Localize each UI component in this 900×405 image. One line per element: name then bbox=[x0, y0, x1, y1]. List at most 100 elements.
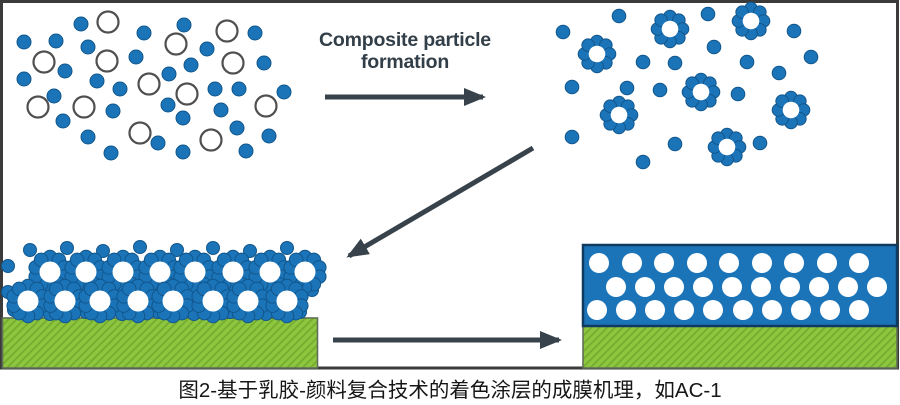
pigment-particle bbox=[771, 65, 787, 81]
latex-particle bbox=[137, 72, 161, 96]
pigment-particle bbox=[207, 81, 223, 97]
pigment-particle bbox=[803, 49, 819, 65]
pigment-particle bbox=[706, 39, 722, 55]
embedded-latex-particle bbox=[849, 300, 869, 320]
embedded-latex-particle bbox=[809, 277, 829, 297]
pigment-particle bbox=[161, 66, 177, 82]
cluster-latex-core bbox=[237, 290, 259, 312]
embedded-latex-particle bbox=[589, 253, 609, 273]
latex-particle bbox=[215, 19, 239, 43]
latex-particle bbox=[95, 49, 119, 73]
cluster-latex-core bbox=[294, 261, 316, 283]
pigment-particle bbox=[183, 57, 199, 73]
pigment-particle bbox=[667, 136, 683, 152]
latex-particle bbox=[26, 95, 50, 119]
embedded-latex-particle bbox=[784, 253, 804, 273]
cluster-latex-core bbox=[202, 290, 224, 312]
pigment-particle bbox=[206, 241, 220, 255]
pigment-particle bbox=[1, 259, 15, 273]
embedded-latex-particle bbox=[722, 277, 742, 297]
pigment-particle bbox=[667, 55, 683, 71]
latex-particle bbox=[254, 94, 278, 118]
cluster-latex-core bbox=[782, 101, 800, 119]
composite-particle bbox=[707, 127, 747, 167]
pigment-particle bbox=[730, 86, 746, 102]
cluster-latex-core bbox=[222, 261, 244, 283]
pigment-particle bbox=[133, 240, 147, 254]
pigment-particle bbox=[80, 39, 96, 55]
latex-particle bbox=[199, 128, 223, 152]
right-substrate bbox=[582, 325, 898, 369]
diagram-canvas bbox=[0, 0, 899, 370]
embedded-latex-particle bbox=[762, 300, 782, 320]
embedded-latex-particle bbox=[622, 253, 642, 273]
pigment-particle bbox=[103, 145, 119, 161]
composite-particle bbox=[43, 278, 87, 324]
composite-particle bbox=[771, 90, 811, 130]
packed-film-panel bbox=[1, 240, 327, 369]
embedded-latex-particle bbox=[752, 253, 772, 273]
cluster-latex-core bbox=[588, 45, 606, 63]
latex-particle bbox=[128, 121, 152, 145]
composite-particle bbox=[78, 278, 122, 324]
embedded-latex-particle bbox=[733, 300, 753, 320]
process-arrow-2 bbox=[346, 145, 535, 259]
pigment-particle bbox=[213, 102, 229, 118]
pigment-particle bbox=[238, 143, 254, 159]
composite-particle bbox=[681, 72, 721, 112]
pigment-particle bbox=[635, 54, 651, 70]
pigment-particle bbox=[619, 80, 635, 96]
embedded-latex-particle bbox=[791, 300, 811, 320]
embedded-latex-particle bbox=[693, 277, 713, 297]
pigment-particle bbox=[786, 23, 802, 39]
pigment-particle bbox=[276, 84, 292, 100]
composite-particle bbox=[151, 278, 195, 324]
pigment-particle bbox=[150, 135, 166, 151]
composite-particle bbox=[6, 278, 50, 324]
embedded-latex-particle bbox=[719, 253, 739, 273]
pigment-particle bbox=[752, 135, 768, 151]
pigment-particle bbox=[611, 8, 627, 24]
pigment-particle bbox=[16, 34, 32, 50]
pigment-particle bbox=[280, 241, 294, 255]
cluster-latex-core bbox=[162, 290, 184, 312]
composite-particle bbox=[265, 278, 309, 324]
pigment-particle bbox=[23, 243, 37, 257]
pigment-particle bbox=[96, 244, 110, 258]
pigment-particle bbox=[739, 54, 755, 70]
pigment-particle bbox=[60, 241, 74, 255]
pigment-particle bbox=[55, 113, 71, 129]
composite-particle bbox=[731, 1, 771, 41]
embedded-latex-particle bbox=[654, 253, 674, 273]
pigment-particle bbox=[261, 128, 277, 144]
cluster-latex-core bbox=[39, 261, 61, 283]
embedded-latex-particle bbox=[849, 253, 869, 273]
cluster-latex-core bbox=[149, 261, 171, 283]
latex-particle bbox=[175, 82, 199, 106]
composite-dispersion-panel bbox=[555, 1, 819, 170]
pigment-particle bbox=[136, 25, 152, 41]
coalesced-film-panel bbox=[581, 243, 899, 369]
latex-particle bbox=[72, 95, 96, 119]
embedded-latex-particle bbox=[867, 277, 887, 297]
pigment-particle bbox=[175, 144, 191, 160]
composite-particle bbox=[577, 34, 617, 74]
embedded-latex-particle bbox=[780, 277, 800, 297]
cluster-latex-core bbox=[112, 261, 134, 283]
embedded-latex-particle bbox=[703, 300, 723, 320]
cluster-latex-core bbox=[692, 83, 710, 101]
embedded-latex-particle bbox=[606, 277, 626, 297]
pigment-particle bbox=[700, 6, 716, 22]
pigment-particle bbox=[229, 120, 245, 136]
embedded-latex-particle bbox=[616, 300, 636, 320]
pigment-particle bbox=[128, 49, 144, 65]
pigment-particle bbox=[105, 103, 121, 119]
cluster-latex-core bbox=[127, 290, 149, 312]
cluster-latex-core bbox=[610, 106, 628, 124]
composite-particle bbox=[650, 9, 690, 49]
pigment-particle bbox=[160, 97, 176, 113]
embedded-latex-particle bbox=[687, 253, 707, 273]
pigment-particle bbox=[247, 25, 263, 41]
pigment-particle bbox=[635, 154, 651, 170]
pigment-particle bbox=[564, 129, 580, 145]
